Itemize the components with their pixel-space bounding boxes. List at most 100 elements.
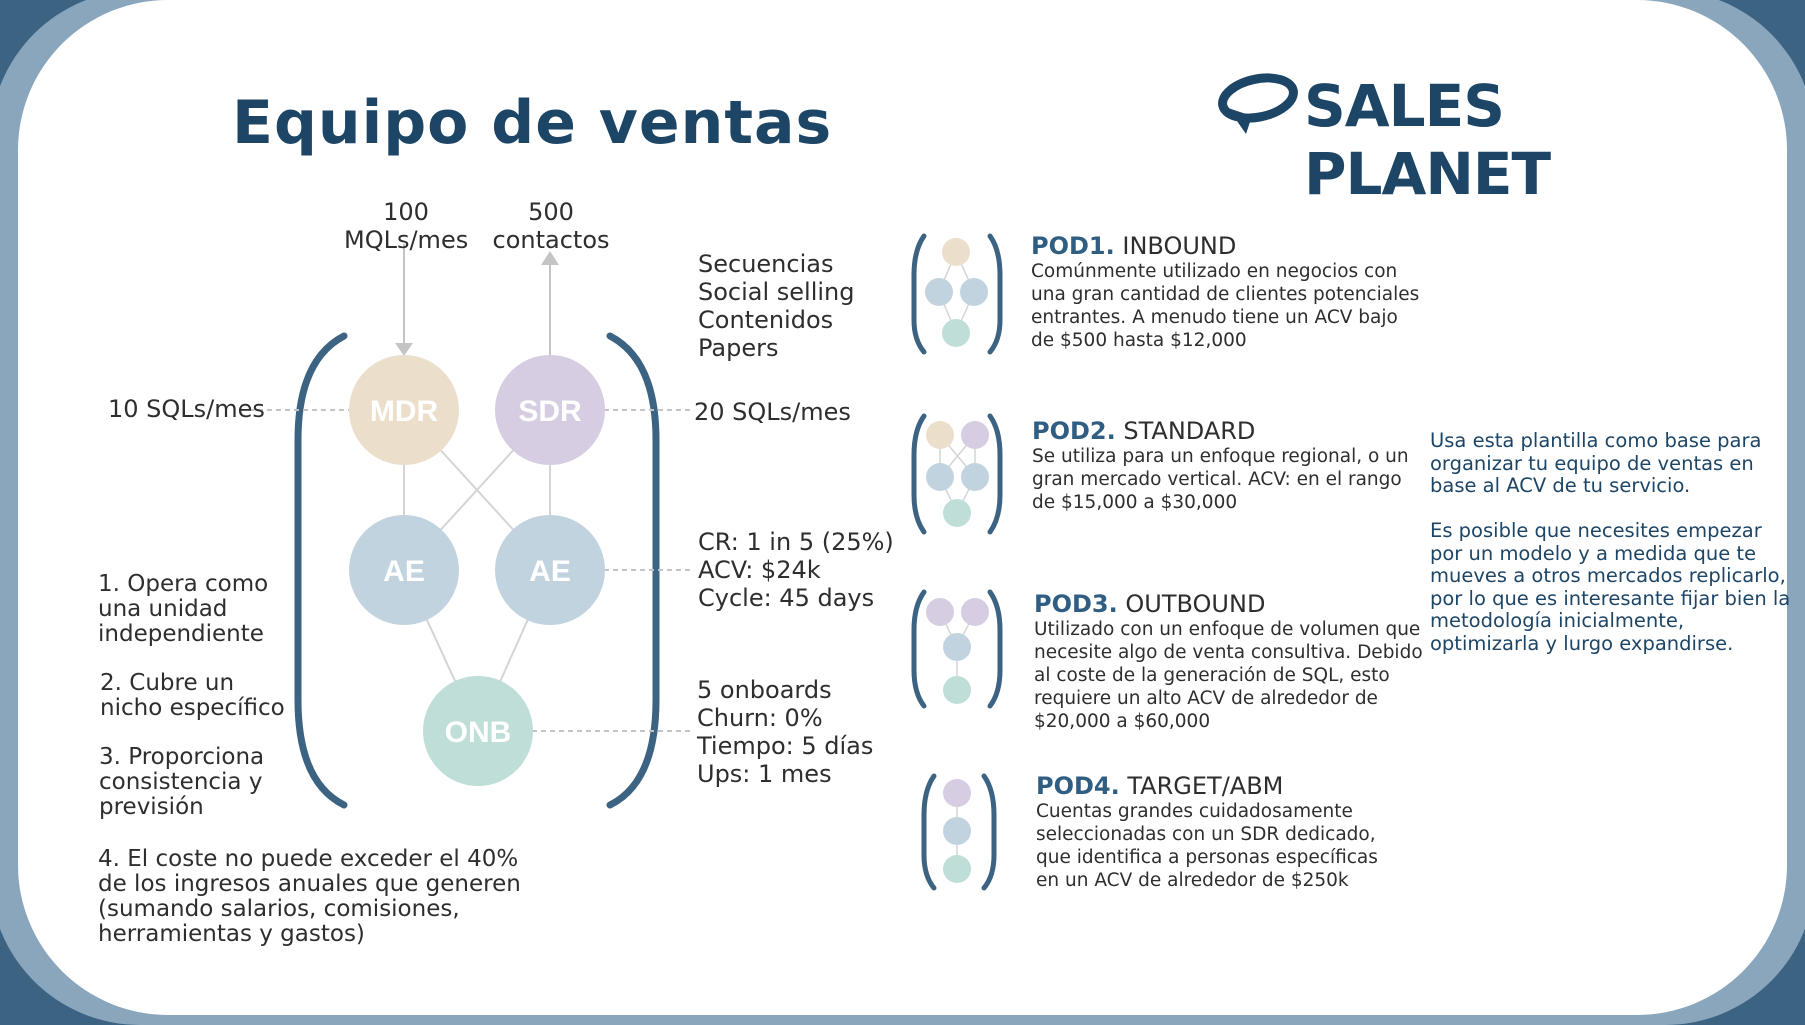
principle-line: 2. Cubre un (100, 670, 235, 696)
pod1-card: POD1. INBOUND Comúnmente utilizado en ne… (1031, 232, 1419, 352)
pod3-description: Utilizado con un enfoque de volumen que … (1034, 618, 1423, 733)
principle-line: previsión (99, 794, 204, 820)
ae-node-left (349, 515, 459, 625)
pod2-card: POD2. STANDARD Se utiliza para un enfoqu… (1032, 417, 1409, 514)
sdr-node-label: SDR (518, 395, 582, 428)
onb-metric-item: 5 onboards (697, 676, 832, 704)
pod3-name: OUTBOUND (1125, 590, 1266, 618)
onb-metric-item: Tiempo: 5 días (697, 732, 874, 760)
brand-logo: SALES PLANET (1208, 68, 1728, 208)
pod2-icon (911, 413, 1003, 535)
activities-list: Secuencias Social selling Contenidos Pap… (698, 250, 855, 362)
pod2-label: POD2. (1032, 417, 1116, 445)
pod3-card: POD3. OUTBOUND Utilizado con un enfoque … (1034, 590, 1423, 733)
page-title: Equipo de ventas (232, 88, 833, 158)
ae-node-left-label: AE (383, 555, 425, 588)
onb-metrics: 5 onboards Churn: 0% Tiempo: 5 días Ups:… (697, 676, 873, 788)
pod-desc-line: seleccionadas con un SDR dedicado, (1036, 824, 1376, 845)
pod1-title: POD1. INBOUND (1031, 232, 1419, 260)
side-note-line: Usa esta plantilla como base para (1430, 429, 1762, 452)
mql-input-unit: MQLs/mes (344, 226, 469, 254)
pod4-card: POD4. TARGET/ABM Cuentas grandes cuidado… (1036, 772, 1378, 892)
planet-orbit-logo-icon (1218, 73, 1298, 134)
pod-desc-line: Utilizado con un enfoque de volumen que (1034, 619, 1421, 640)
mdr-node-label: MDR (370, 395, 439, 428)
activity-item: Secuencias (698, 250, 834, 278)
pod2-title: POD2. STANDARD (1032, 417, 1409, 445)
pod4-title: POD4. TARGET/ABM (1036, 772, 1378, 800)
principle-line: consistencia y (99, 769, 263, 795)
principle-line: 3. Proporciona (99, 744, 265, 770)
mdr-node (349, 355, 459, 465)
principle-3: 3. Proporciona consistencia y previsión (99, 745, 264, 820)
principle-line: 1. Opera como (98, 571, 269, 597)
principle-line: independiente (98, 621, 264, 647)
activity-item: Social selling (698, 278, 855, 306)
onb-metric-item: Ups: 1 mes (697, 760, 832, 788)
onb-node-label: ONB (445, 716, 512, 749)
pod3-icon (911, 589, 1003, 709)
side-note-line: metodología inicialmente, (1430, 609, 1685, 632)
side-note-line: mueves a otros mercados replicarlo, (1430, 564, 1786, 587)
pod4-label: POD4. (1036, 772, 1120, 800)
pod-desc-line: Cuentas grandes cuidadosamente (1036, 801, 1353, 822)
pod-desc-line: gran mercado vertical. ACV: en el rango (1032, 469, 1402, 490)
sdr-metric: 20 SQLs/mes (694, 398, 851, 426)
pod1-name: INBOUND (1122, 232, 1237, 260)
sdr-node (495, 355, 605, 465)
pod3-label: POD3. (1034, 590, 1118, 618)
ae-node-right (495, 515, 605, 625)
principle-2: 2. Cubre un nicho específico (100, 671, 285, 721)
pod-desc-line: necesite algo de venta consultiva. Debid… (1034, 642, 1423, 663)
side-note-line: base al ACV de tu servicio. (1430, 474, 1691, 497)
side-note-line: Es posible que necesites empezar (1430, 519, 1762, 542)
principle-line: (sumando salarios, comisiones, (98, 896, 460, 922)
principle-line: herramientas y gastos) (98, 921, 365, 947)
principle-line: nicho específico (100, 695, 285, 721)
pod-desc-line: en un ACV de alrededor de $250k (1036, 870, 1349, 891)
slide-card (18, 0, 1787, 1015)
pod4-description: Cuentas grandes cuidadosamente seleccion… (1036, 800, 1378, 892)
side-note-line: optimizarla y lurgo expandirse. (1430, 631, 1734, 655)
pod2-description: Se utiliza para un enfoque regional, o u… (1032, 445, 1409, 514)
principle-line: de los ingresos anuales que generen (98, 871, 521, 897)
pod-desc-line: Se utiliza para un enfoque regional, o u… (1032, 446, 1409, 467)
side-note-intro: Usa esta plantilla como base para organi… (1430, 429, 1762, 498)
side-note-line: por un modelo y a medida que te (1430, 541, 1757, 565)
right-bracket (606, 332, 660, 809)
side-note-line: organizar tu equipo de ventas en (1430, 451, 1754, 475)
ae-metric-item: Cycle: 45 days (698, 584, 875, 612)
ae-metric-item: CR: 1 in 5 (25%) (698, 528, 894, 556)
brand-name: SALES PLANET (1304, 72, 1551, 208)
side-note-line: por lo que es interesante fijar bien la (1430, 586, 1791, 610)
activity-item: Contenidos (698, 306, 834, 334)
onb-metric-item: Churn: 0% (697, 704, 823, 732)
ae-metrics: CR: 1 in 5 (25%) ACV: $24k Cycle: 45 day… (698, 528, 894, 612)
contacts-arrow-head (541, 251, 559, 265)
mql-input-value: 100 (383, 198, 429, 226)
pod-desc-line: al coste de la generación de SQL, esto (1034, 665, 1390, 686)
pod-desc-line: entrantes. A menudo tiene un ACV bajo (1031, 307, 1398, 328)
pod1-label: POD1. (1031, 232, 1115, 260)
contacts-output-unit: contactos (492, 226, 610, 254)
onb-node (423, 676, 533, 786)
principle-line: 4. El coste no puede exceder el 40% (98, 846, 519, 872)
activity-item: Papers (698, 334, 779, 362)
pod-desc-line: una gran cantidad de clientes potenciale… (1031, 284, 1420, 305)
mql-input-label: 100 MQLs/mes (344, 198, 468, 254)
pod1-description: Comúnmente utilizado en negocios con una… (1031, 260, 1419, 352)
pod3-title: POD3. OUTBOUND (1034, 590, 1423, 618)
pod4-name: TARGET/ABM (1127, 772, 1284, 800)
principle-1: 1. Opera como una unidad independiente (98, 572, 268, 647)
pod2-name: STANDARD (1123, 417, 1256, 445)
left-bracket (294, 332, 348, 809)
pod4-icon (921, 773, 997, 891)
pod-desc-line: $20,000 a $60,000 (1034, 711, 1211, 732)
ae-metric-item: ACV: $24k (698, 556, 821, 584)
principle-4: 4. El coste no puede exceder el 40% de l… (98, 847, 521, 947)
mql-arrow-head (395, 343, 413, 356)
ae-node-right-label: AE (529, 555, 571, 588)
mdr-metric: 10 SQLs/mes (108, 395, 265, 423)
pod-desc-line: requiere un alto ACV de alrededor de (1034, 688, 1378, 709)
